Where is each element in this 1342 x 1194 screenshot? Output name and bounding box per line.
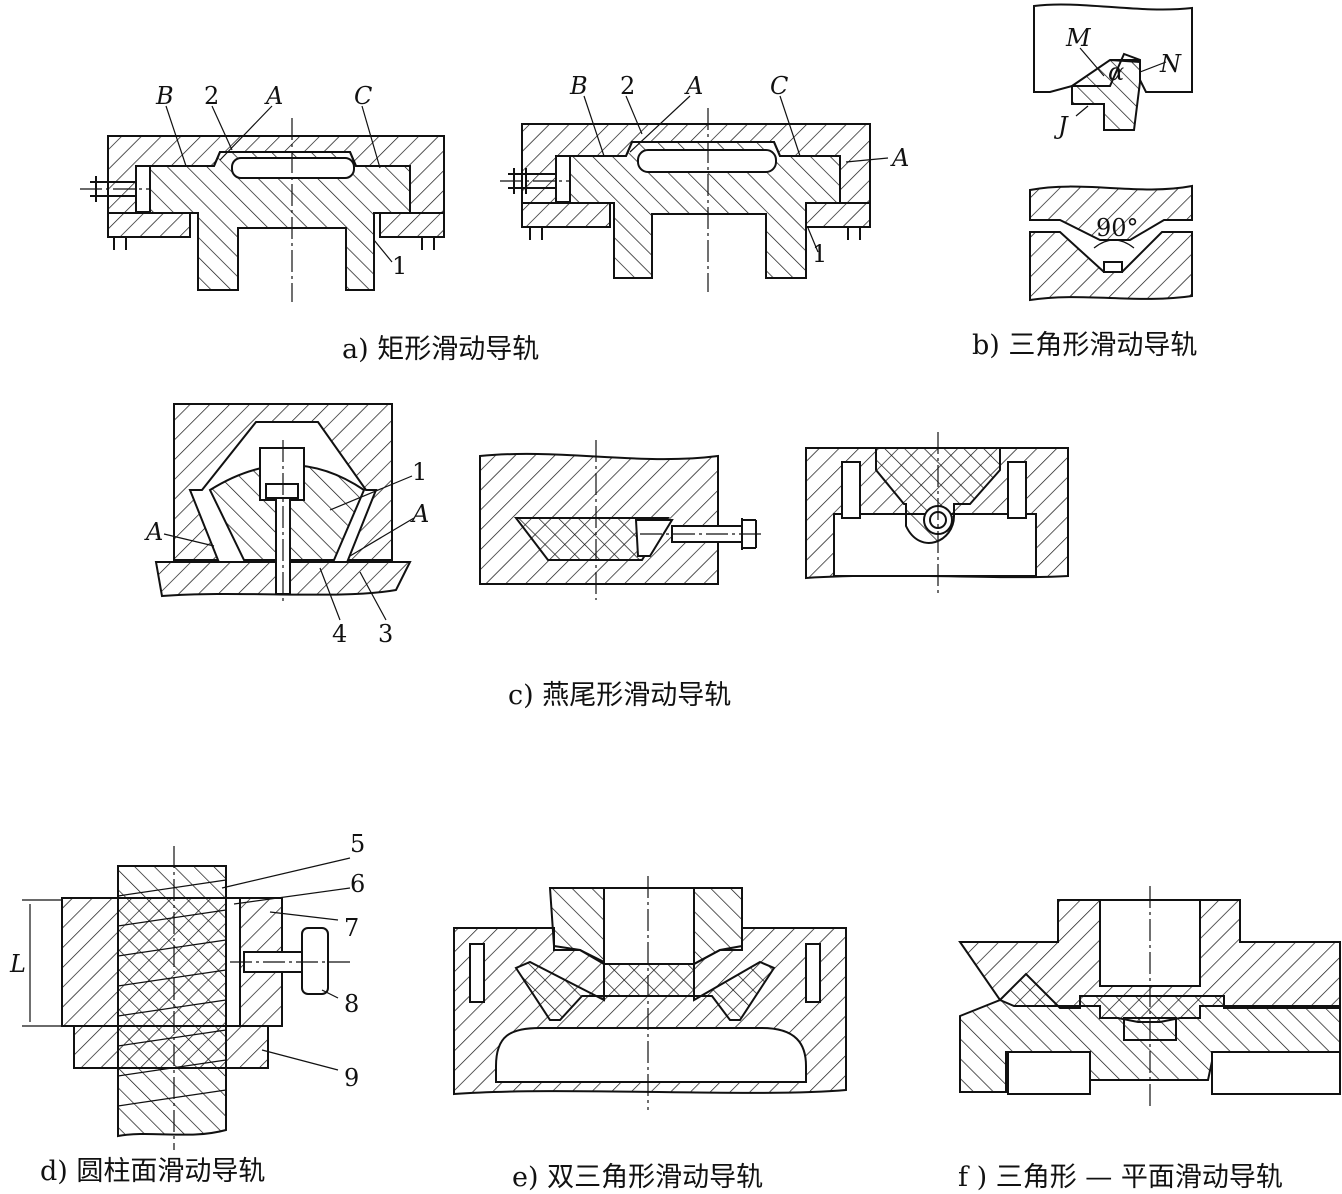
- label-d-6: 6: [350, 870, 365, 898]
- figure-d: [22, 846, 351, 1150]
- label-a-left-b: B: [155, 82, 174, 110]
- figure-d-labels: 5 6 7 8 9 L: [9, 830, 365, 1092]
- figure-c-right: [805, 432, 1069, 596]
- label-a-left-1: 1: [392, 252, 407, 280]
- label-b-m: M: [1065, 24, 1092, 52]
- label-a-left-a: A: [264, 82, 283, 110]
- figure-a-left-labels: B 2 A C 1: [155, 82, 407, 280]
- label-b-n: N: [1159, 50, 1182, 78]
- figure-a-right: [500, 95, 889, 292]
- label-a-right-c: C: [770, 72, 788, 100]
- label-d-9: 9: [344, 1064, 359, 1092]
- label-c-3: 3: [378, 620, 393, 648]
- label-a-right-2: 2: [620, 72, 635, 100]
- figure-b-labels: M α N J 90°: [1053, 24, 1182, 242]
- label-a-right-1: 1: [812, 240, 827, 268]
- figure-c-left: [154, 403, 415, 621]
- label-d-8: 8: [344, 990, 359, 1018]
- figure-e: [453, 876, 847, 1110]
- caption-c: c) 燕尾形滑动导轨: [508, 680, 731, 711]
- figure-a-right-labels: B 2 A C A 1: [569, 72, 909, 268]
- label-c-a-right: A: [410, 500, 429, 528]
- label-c-a-left: A: [144, 518, 163, 546]
- label-b-j: J: [1053, 112, 1069, 140]
- figure-f: [958, 886, 1341, 1108]
- figure-a-left: [80, 105, 445, 302]
- label-a-right-a2: A: [890, 144, 909, 172]
- label-b-alpha: α: [1108, 58, 1124, 86]
- caption-a: a) 矩形滑动导轨: [342, 334, 539, 365]
- caption-d: d) 圆柱面滑动导轨: [40, 1156, 265, 1187]
- label-a-right-a: A: [684, 72, 703, 100]
- label-d-7: 7: [344, 914, 359, 942]
- label-c-1: 1: [412, 458, 427, 486]
- figure-b: [1029, 3, 1193, 302]
- label-c-4: 4: [332, 620, 347, 648]
- label-d-5: 5: [350, 830, 365, 858]
- label-b-angle: 90°: [1096, 214, 1139, 242]
- label-a-left-2: 2: [204, 82, 219, 110]
- label-a-right-b: B: [569, 72, 588, 100]
- caption-e: e) 双三角形滑动导轨: [512, 1162, 763, 1193]
- caption-f: f ) 三角形 — 平面滑动导轨: [958, 1162, 1283, 1193]
- label-d-l: L: [9, 950, 26, 978]
- figure-c-labels: 1 A A 4 3: [144, 458, 429, 648]
- figure-c-middle: [479, 440, 764, 600]
- label-a-left-c: C: [354, 82, 372, 110]
- caption-b: b) 三角形滑动导轨: [972, 330, 1197, 361]
